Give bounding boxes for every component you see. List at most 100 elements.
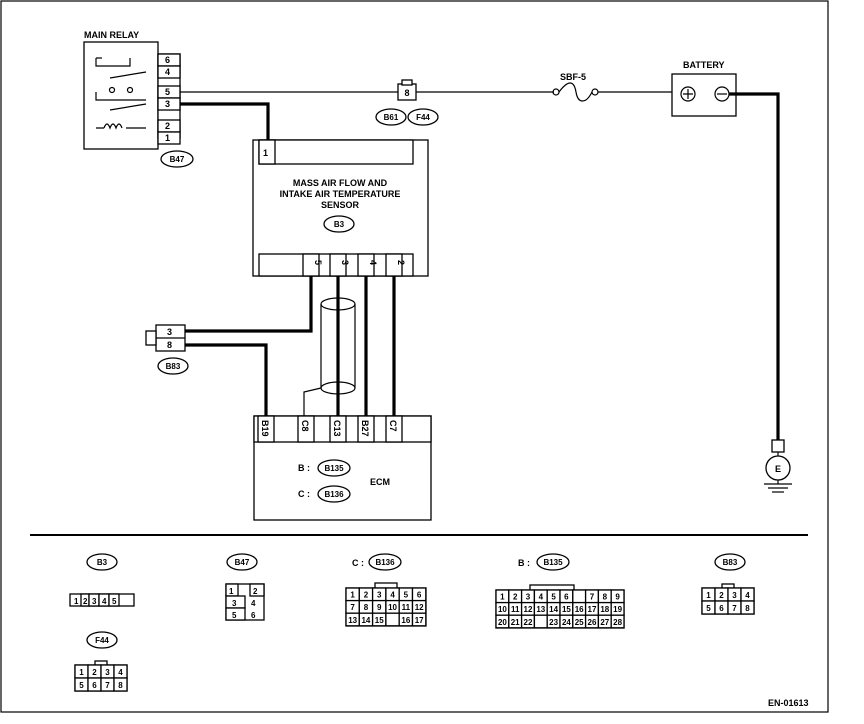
diagram-frame (0, 0, 829, 713)
connector-oval-b61 (375, 108, 407, 126)
legend-b47: B47 1 2 3 4 5 6 (225, 553, 265, 621)
connector-label-b47: B47 (170, 155, 185, 164)
legend-pin: 3 (377, 591, 382, 600)
legend-b3: B3 1 2 3 4 5 (69, 553, 135, 607)
fuse-symbol (558, 82, 593, 102)
wire-relay-pin3-to-sensor (180, 102, 270, 140)
legend-pin: 3 (92, 597, 97, 606)
connector-oval-b47 (160, 150, 194, 168)
legend-pin: 13 (536, 605, 545, 614)
legend-label: B136 (375, 558, 395, 567)
legend-pin: 16 (401, 616, 410, 625)
legend-pin: 10 (388, 603, 397, 612)
legend-pin: 28 (613, 618, 622, 627)
legend-pin: 3 (105, 668, 110, 677)
inline-connector: 8 B61 F44 (375, 79, 439, 126)
legend-pin: 6 (719, 604, 724, 613)
ecm-pin: C7 (388, 420, 398, 432)
legend-prefix: C : (352, 558, 364, 568)
legend-pin: 3 (232, 599, 237, 608)
legend-pin: 2 (253, 587, 258, 596)
legend-cell (572, 589, 587, 604)
legend-pin: 12 (524, 605, 533, 614)
connector-oval-b83 (157, 357, 189, 375)
main-relay: MAIN RELAY 6 4 5 3 2 1 B47 (83, 30, 194, 168)
connector-oval-b135 (317, 459, 351, 477)
legend-cell (411, 612, 427, 627)
legend-pin: 5 (232, 611, 237, 620)
ecm-connector-prefix: B : (298, 463, 310, 473)
legend-label: B83 (723, 558, 738, 567)
legend-pin: 3 (732, 591, 737, 600)
relay-pin: 4 (165, 67, 170, 77)
legend-pin: 11 (402, 603, 411, 612)
legend-pin: 8 (118, 681, 123, 690)
legend-pin: 9 (615, 593, 620, 602)
legend-pin: 4 (251, 599, 256, 608)
sensor-name-line: INTAKE AIR TEMPERATURE (280, 189, 401, 199)
legend-pin: 12 (415, 603, 424, 612)
legend-pin: 22 (524, 618, 533, 627)
connector-label-b3: B3 (334, 220, 345, 229)
ground-e: E (764, 439, 792, 493)
relay-pin: 2 (165, 121, 170, 131)
legend-pin: 26 (588, 618, 597, 627)
connector-label-b83: B83 (166, 362, 181, 371)
legend-pin: 18 (600, 605, 609, 614)
relay-pin: 6 (165, 55, 170, 65)
connector-oval-b3 (323, 215, 355, 233)
legend-pin: 14 (361, 616, 370, 625)
legend-label: B47 (235, 558, 250, 567)
sensor-bottom-pin: 4 (368, 260, 378, 265)
legend-oval (536, 553, 570, 571)
relay-pin: 5 (165, 87, 170, 97)
legend-pin: 7 (350, 603, 355, 612)
legend-cell (740, 600, 755, 615)
ecm-pin: B19 (260, 420, 270, 437)
legend-pin: 15 (375, 616, 384, 625)
legend-pin: 8 (603, 593, 608, 602)
legend-cell (533, 614, 548, 629)
legend-cell (113, 677, 128, 692)
sensor-top-connector (258, 139, 414, 165)
relay-coil (103, 123, 123, 130)
battery-positive-terminal (680, 86, 696, 102)
legend-cell (385, 612, 400, 627)
legend-pin: 27 (600, 618, 609, 627)
legend-pin: 7 (105, 681, 110, 690)
sensor-bottom-pin: 3 (340, 260, 350, 265)
legend-pin: 1 (74, 597, 79, 606)
legend-oval (86, 553, 118, 571)
legend-pin: 7 (732, 604, 737, 613)
legend-pin: 16 (575, 605, 584, 614)
shielded-cable (303, 297, 356, 416)
connector-label-b136: B136 (324, 490, 344, 499)
legend-pin: 20 (498, 618, 507, 627)
legend-pin: 17 (415, 616, 424, 625)
legend-pin: 6 (92, 681, 97, 690)
fuse-sbf5: SBF-5 (552, 72, 599, 102)
legend-pin: 2 (92, 668, 97, 677)
legend-pin: 19 (613, 605, 622, 614)
ecm: B19 C8 C13 B27 C7 B : B135 C : B136 ECM (253, 415, 432, 521)
legend-pin: 1 (350, 591, 355, 600)
relay-pin: 3 (165, 99, 170, 109)
legend-cell (610, 614, 625, 629)
legend-pin: 6 (251, 611, 256, 620)
legend-pin: 15 (562, 605, 571, 614)
legend-pin: 21 (511, 618, 520, 627)
wire-sensor-pin5-to-b83-3 (185, 276, 313, 333)
legend-pin: 2 (83, 597, 88, 606)
legend-pin: 10 (498, 605, 507, 614)
relay-switch-arm-1 (109, 71, 147, 79)
legend-pin: 4 (118, 668, 123, 677)
sensor-name-line: MASS AIR FLOW AND (293, 178, 388, 188)
maf-iat-sensor: 1 MASS AIR FLOW AND INTAKE AIR TEMPERATU… (252, 139, 429, 277)
main-relay-body (83, 41, 159, 150)
legend-pin: 11 (511, 605, 520, 614)
inline-connector-pin: 8 (404, 88, 409, 98)
ecm-pin: C13 (332, 420, 342, 437)
